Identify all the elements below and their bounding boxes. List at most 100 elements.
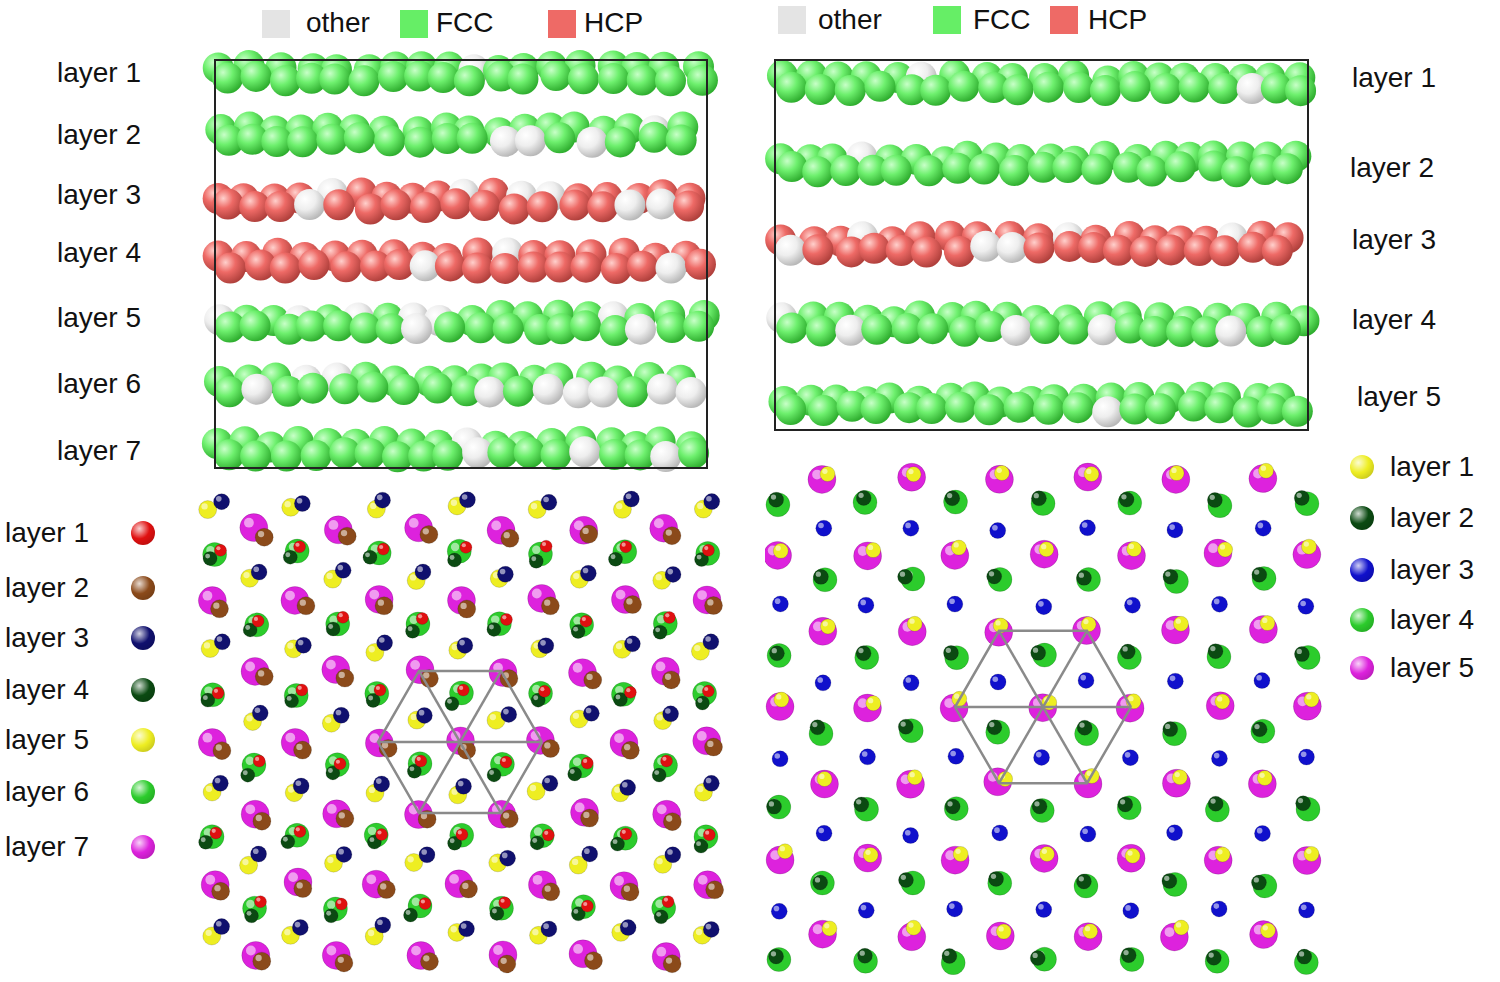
atom: [1088, 314, 1119, 345]
atom: [1078, 672, 1094, 688]
atom: [857, 948, 872, 963]
atom: [816, 825, 832, 841]
atom: [1254, 825, 1270, 841]
atom: [654, 910, 668, 924]
atom: [490, 906, 504, 920]
atom: [813, 568, 837, 592]
atom: [527, 191, 558, 222]
atom: [493, 313, 524, 344]
atom: [1294, 647, 1309, 662]
atom: [580, 565, 596, 581]
atom: [1165, 151, 1196, 182]
atom: [1209, 235, 1240, 266]
atom: [769, 646, 784, 661]
atom: [986, 922, 1014, 950]
atom: [1117, 844, 1145, 872]
atom: [1081, 617, 1096, 632]
atom: [866, 543, 881, 558]
atom: [695, 696, 709, 710]
atom: [570, 252, 601, 283]
atom: [214, 376, 245, 407]
legend-text: layer 4: [1390, 604, 1474, 636]
atom: [627, 251, 658, 282]
top-view-right: [765, 463, 1321, 975]
atom: [704, 494, 720, 510]
atom: [1304, 846, 1319, 861]
atom: [456, 778, 472, 794]
atom: [1039, 542, 1054, 557]
atom: [854, 949, 878, 973]
atom: [703, 829, 715, 841]
atom: [1251, 875, 1266, 890]
atom: [1249, 615, 1277, 643]
atom: [1172, 770, 1187, 785]
atom: [1076, 570, 1091, 585]
atom: [907, 616, 922, 631]
atom: [945, 799, 960, 814]
atom: [213, 742, 231, 760]
legend-text: other: [306, 7, 370, 39]
atom: [815, 675, 831, 691]
atom: [331, 251, 362, 282]
atom: [1205, 949, 1229, 973]
atom: [665, 847, 681, 863]
atom: [621, 741, 639, 759]
atom: [777, 844, 792, 859]
atom: [1248, 770, 1276, 798]
atom: [530, 836, 544, 850]
atom: [942, 948, 957, 963]
atom: [1030, 313, 1061, 344]
atom: [766, 693, 794, 721]
atom: [240, 310, 271, 341]
atom: [816, 520, 832, 536]
atom: [830, 155, 861, 186]
hexagon-spoke: [378, 741, 460, 744]
atom: [1080, 826, 1096, 842]
atom: [1031, 492, 1055, 516]
atom: [1052, 152, 1083, 183]
atom: [1031, 645, 1046, 660]
atom: [1299, 902, 1315, 918]
atom: [474, 376, 505, 407]
atom: [772, 751, 788, 767]
atom: [1215, 694, 1230, 709]
atom: [855, 645, 879, 669]
atom: [687, 65, 718, 96]
legend-text: layer 2: [5, 572, 89, 604]
atom: [376, 829, 388, 841]
atom: [569, 436, 600, 467]
atom: [951, 540, 966, 555]
atom: [420, 953, 438, 971]
atom: [1260, 616, 1275, 631]
atom: [985, 465, 1013, 493]
cell-box: [215, 60, 707, 468]
atom: [295, 637, 311, 653]
atom: [621, 883, 639, 901]
atom: [899, 719, 923, 743]
legend-text: other: [818, 4, 882, 36]
atom: [1074, 923, 1102, 951]
atom: [817, 772, 832, 787]
atom: [465, 312, 496, 343]
atom: [994, 465, 1009, 480]
atom: [432, 440, 463, 471]
atom: [1293, 692, 1321, 720]
atom: [685, 249, 716, 280]
atom: [214, 494, 230, 510]
atom: [542, 740, 560, 758]
atom: [254, 896, 266, 908]
atom: [614, 190, 645, 221]
atom: [992, 825, 1008, 841]
atom: [377, 881, 395, 899]
legend-text: layer 2: [1390, 502, 1474, 534]
atom: [944, 490, 968, 514]
atom: [568, 63, 599, 94]
atom: [663, 706, 679, 722]
atom: [326, 622, 340, 636]
atom: [1036, 599, 1052, 615]
atom: [487, 622, 501, 636]
atom: [1215, 316, 1246, 347]
atom: [1119, 71, 1150, 102]
atom: [853, 490, 877, 514]
atom: [344, 122, 375, 153]
